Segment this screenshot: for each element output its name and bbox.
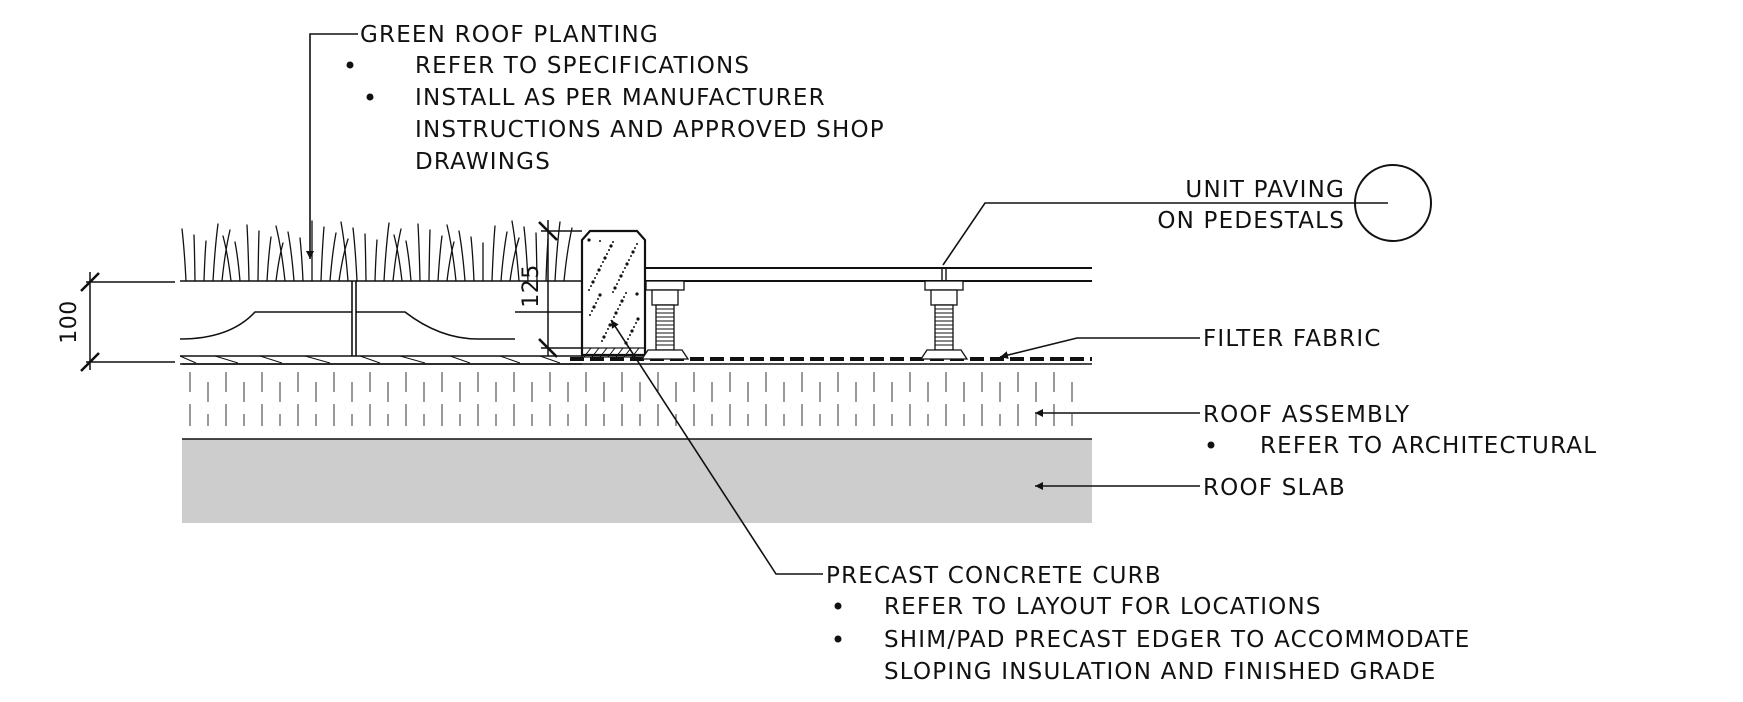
note-bullet: INSTALL AS PER MANUFACTURER <box>415 85 826 111</box>
section-symbol <box>1354 164 1432 242</box>
note-line: ON PEDESTALS <box>1157 208 1345 234</box>
dimension-tray-depth <box>80 272 175 372</box>
note-bullet: REFER TO SPECIFICATIONS <box>415 53 750 79</box>
unit-pavers <box>645 267 1092 282</box>
green-roof-trays <box>179 280 582 365</box>
note-title: ROOF ASSEMBLY <box>1203 402 1410 428</box>
leader-lines <box>306 33 1388 575</box>
note-roof-slab: ROOF SLAB <box>1203 475 1346 501</box>
bullet-icon <box>366 93 374 101</box>
note-precast-concrete-curb: PRECAST CONCRETE CURB REFER TO LAYOUT FO… <box>826 563 1471 685</box>
pedestal <box>640 280 690 360</box>
leader-filter-fabric <box>999 337 1200 359</box>
note-roof-assembly: ROOF ASSEMBLY REFER TO ARCHITECTURAL <box>1203 402 1597 459</box>
pedestal <box>919 280 969 360</box>
note-green-roof-planting: GREEN ROOF PLANTING REFER TO SPECIFICATI… <box>346 22 885 175</box>
note-filter-fabric: FILTER FABRIC <box>1203 326 1382 352</box>
note-unit-paving: UNIT PAVING ON PEDESTALS <box>1157 177 1345 234</box>
precast-concrete-curb <box>580 229 647 358</box>
leader-precast-curb <box>610 319 823 575</box>
note-title: ROOF SLAB <box>1203 475 1346 501</box>
bullet-icon <box>834 602 842 610</box>
bullet-icon <box>346 61 354 69</box>
bullet-icon <box>834 635 842 643</box>
note-bullet-continued: DRAWINGS <box>415 149 551 175</box>
note-line: UNIT PAVING <box>1185 177 1345 203</box>
note-title: GREEN ROOF PLANTING <box>360 22 659 48</box>
note-bullet: REFER TO ARCHITECTURAL <box>1260 433 1597 459</box>
note-bullet-continued: INSTRUCTIONS AND APPROVED SHOP <box>415 117 885 143</box>
roof-slab <box>182 439 1092 523</box>
note-bullet: REFER TO LAYOUT FOR LOCATIONS <box>884 594 1322 620</box>
roof-assembly-layer <box>182 363 1092 440</box>
bullet-icon <box>1207 441 1215 449</box>
note-title: FILTER FABRIC <box>1203 326 1382 352</box>
note-bullet-continued: SLOPING INSULATION AND FINISHED GRADE <box>884 659 1437 685</box>
dimension-label-tray-depth: 100 <box>57 300 82 344</box>
dimension-curb-height <box>538 220 582 358</box>
note-bullet: SHIM/PAD PRECAST EDGER TO ACCOMMODATE <box>884 627 1471 653</box>
dimension-label-curb-height: 125 <box>519 264 544 308</box>
leader-green-roof <box>306 33 358 259</box>
green-roof-grass <box>181 220 573 282</box>
leader-unit-paving <box>942 202 1388 266</box>
note-title: PRECAST CONCRETE CURB <box>826 563 1162 589</box>
